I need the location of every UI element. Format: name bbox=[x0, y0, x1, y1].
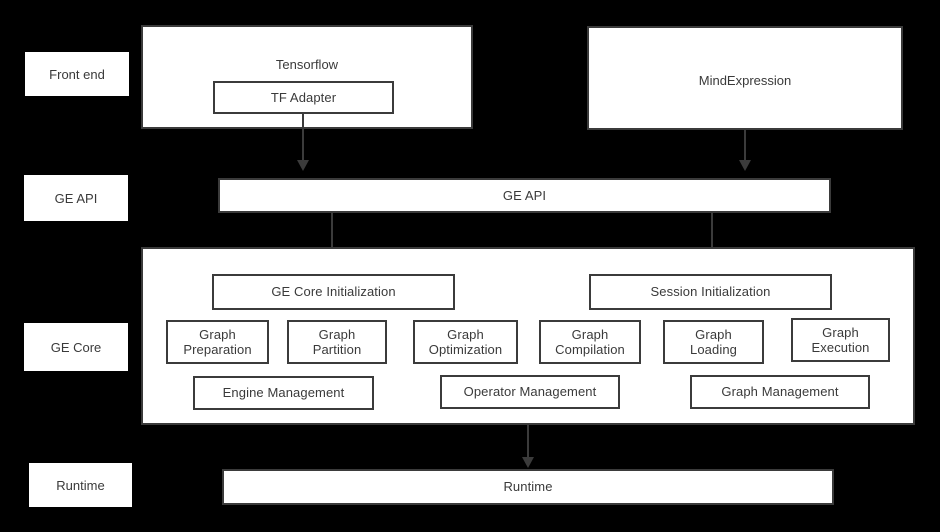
tensorflow-label: Tensorflow bbox=[275, 57, 339, 72]
operator-management-label: Operator Management bbox=[463, 384, 597, 400]
tf-adapter-label: TF Adapter bbox=[270, 89, 337, 105]
connector-ge-api-to-ge-core-init bbox=[331, 213, 333, 260]
graph-execution-box[interactable]: Graph Execution bbox=[791, 318, 890, 362]
connector-ge-api-to-session-init bbox=[711, 213, 713, 260]
arrowhead-mindexpression-to-ge-api bbox=[739, 160, 751, 171]
mindexpression-label: MindExpression bbox=[698, 73, 792, 88]
engine-management-box[interactable]: Engine Management bbox=[193, 376, 374, 410]
ge-core-initialization-label: GE Core Initialization bbox=[271, 284, 396, 300]
graph-preparation-box[interactable]: Graph Preparation bbox=[166, 320, 269, 364]
layer-label-ge-api: GE API bbox=[24, 175, 128, 221]
arrowhead-tf-adapter-to-ge-api bbox=[297, 160, 309, 171]
graph-compilation-box[interactable]: Graph Compilation bbox=[539, 320, 641, 364]
operator-management-box[interactable]: Operator Management bbox=[440, 375, 620, 409]
layer-label-ge-api-text: GE API bbox=[54, 190, 98, 206]
engine-management-label: Engine Management bbox=[222, 385, 345, 401]
layer-label-ge-core-text: GE Core bbox=[50, 339, 102, 355]
graph-preparation-label: Graph Preparation bbox=[183, 326, 252, 357]
ge-api-bar-label: GE API bbox=[502, 187, 547, 203]
graph-loading-box[interactable]: Graph Loading bbox=[663, 320, 764, 364]
arrowhead-ge-core-to-runtime bbox=[522, 457, 534, 468]
connector-tf-adapter-to-ge-api bbox=[302, 114, 304, 162]
connector-ge-core-to-runtime bbox=[527, 425, 529, 459]
session-initialization-box[interactable]: Session Initialization bbox=[589, 274, 832, 310]
runtime-bar-label: Runtime bbox=[503, 479, 553, 495]
graph-management-box[interactable]: Graph Management bbox=[690, 375, 870, 409]
graph-partition-label: Graph Partition bbox=[312, 326, 362, 357]
connector-mindexpression-to-ge-api bbox=[744, 130, 746, 162]
tf-adapter-box[interactable]: TF Adapter bbox=[213, 81, 394, 114]
layer-label-front-end-text: Front end bbox=[49, 66, 105, 82]
layer-label-runtime-text: Runtime bbox=[56, 477, 105, 493]
graph-optimization-label: Graph Optimization bbox=[428, 326, 503, 357]
graph-management-label: Graph Management bbox=[721, 384, 839, 400]
graph-compilation-label: Graph Compilation bbox=[555, 326, 625, 357]
graph-execution-label: Graph Execution bbox=[811, 324, 870, 355]
layer-label-ge-core: GE Core bbox=[24, 323, 128, 371]
ge-core-initialization-box[interactable]: GE Core Initialization bbox=[212, 274, 455, 310]
layer-label-front-end: Front end bbox=[25, 52, 129, 96]
layer-label-runtime: Runtime bbox=[29, 463, 132, 507]
session-initialization-label: Session Initialization bbox=[650, 284, 771, 300]
graph-optimization-box[interactable]: Graph Optimization bbox=[413, 320, 518, 364]
graph-loading-label: Graph Loading bbox=[690, 326, 737, 357]
runtime-bar[interactable]: Runtime bbox=[222, 469, 834, 505]
ge-api-bar[interactable]: GE API bbox=[218, 178, 831, 213]
mindexpression-container[interactable]: MindExpression bbox=[587, 26, 903, 130]
graph-partition-box[interactable]: Graph Partition bbox=[287, 320, 387, 364]
